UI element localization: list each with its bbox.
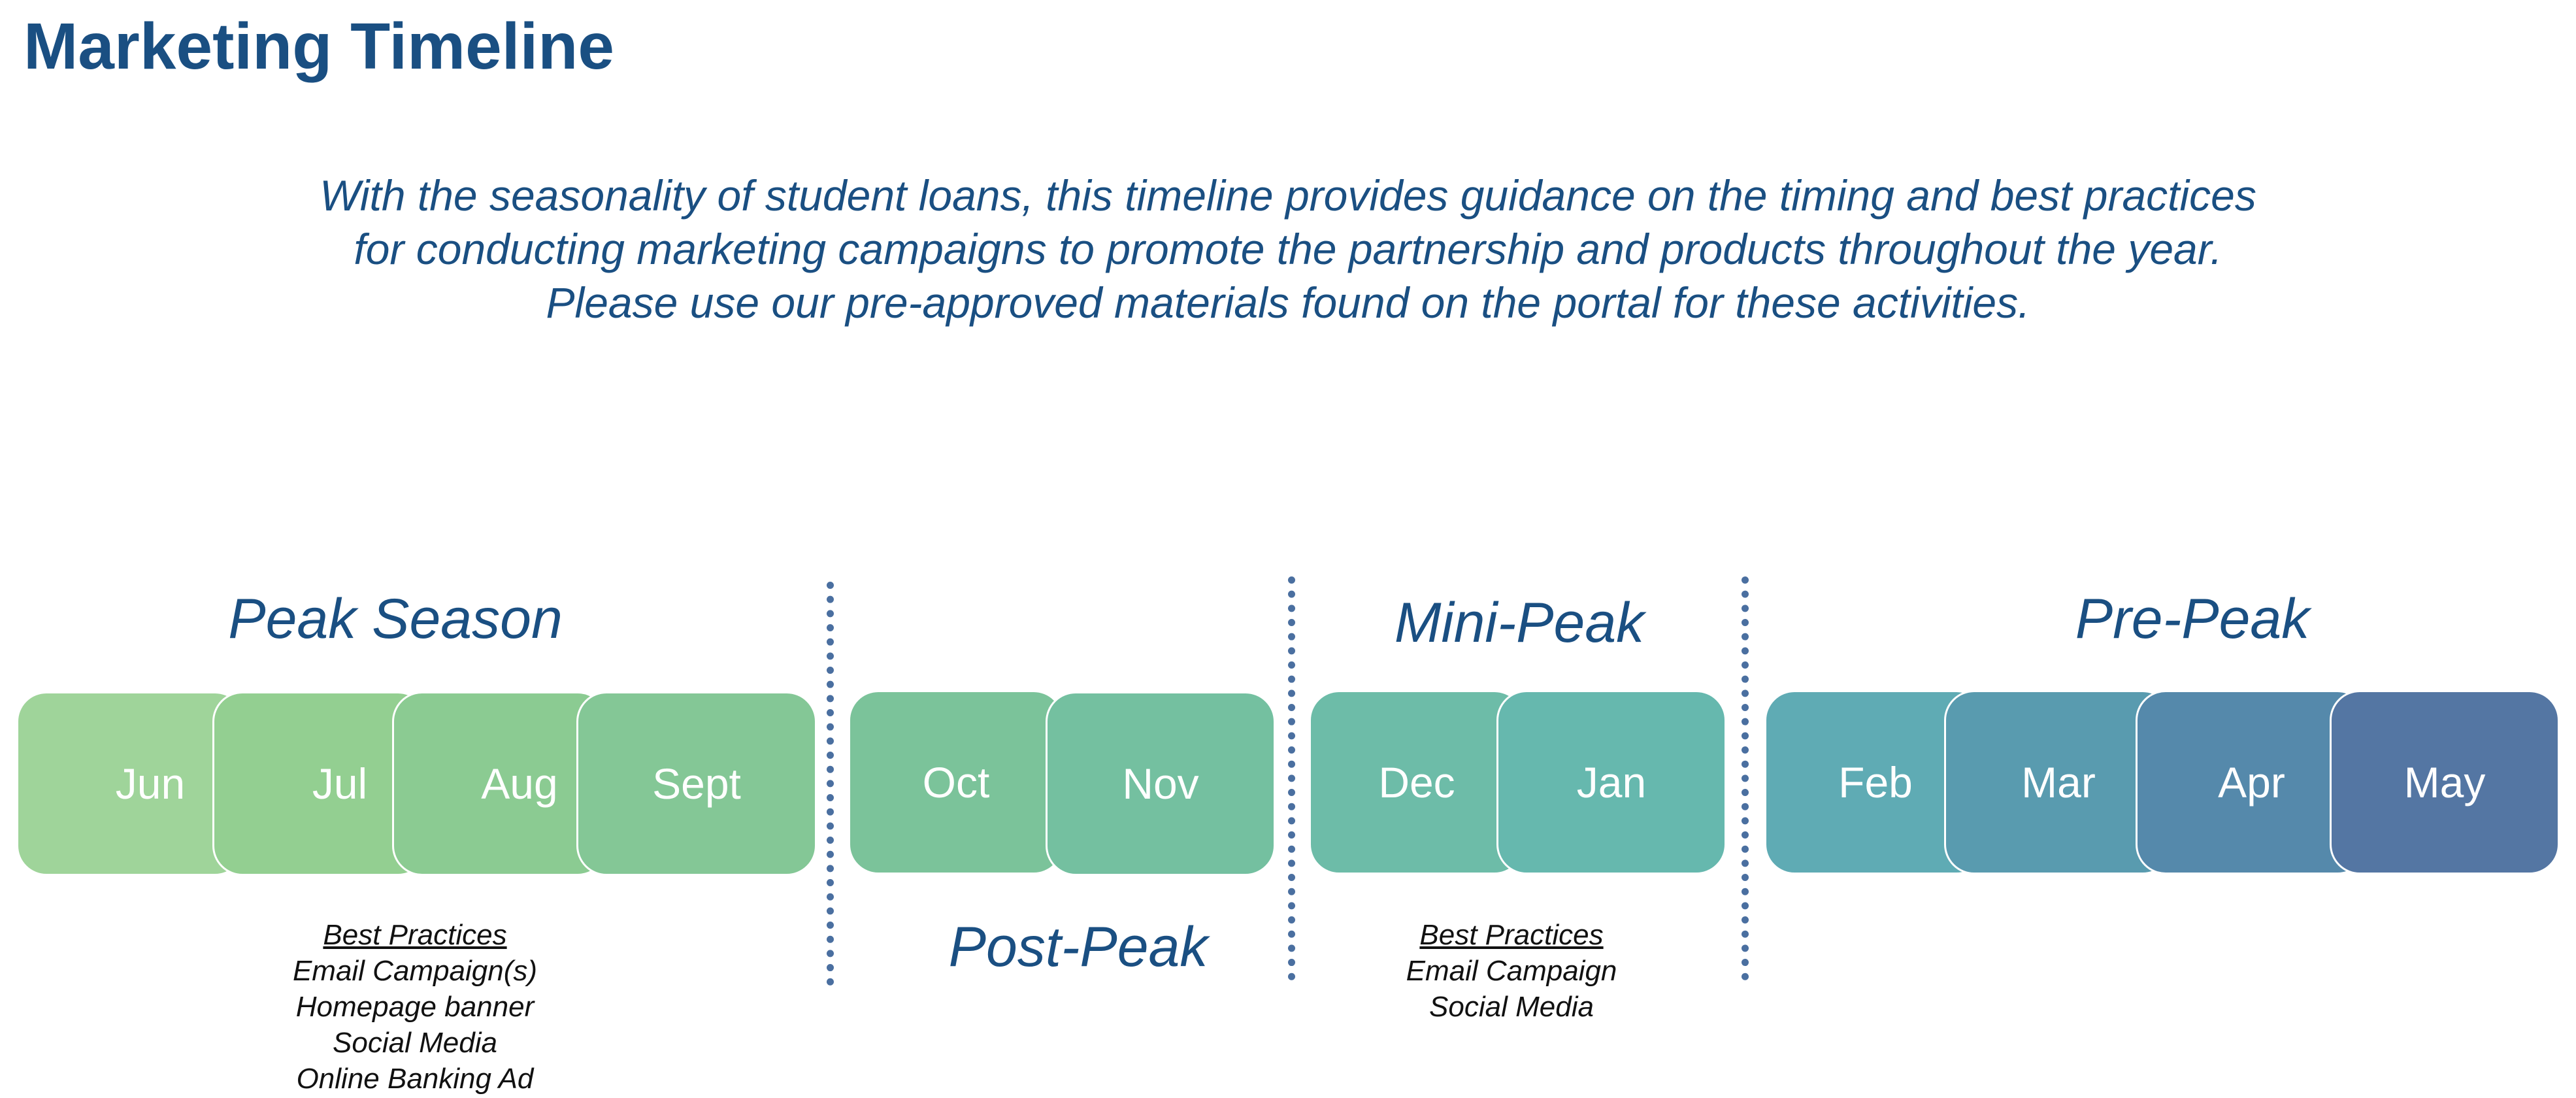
best-practice-item: Social Media (333, 1027, 497, 1059)
month-box-sept: Sept (576, 691, 817, 876)
phase-divider (1288, 576, 1295, 980)
month-box-nov: Nov (1046, 691, 1276, 876)
month-label: Oct (922, 758, 990, 807)
intro-paragraph: With the seasonality of student loans, t… (0, 169, 2576, 329)
best-practice-item: Email Campaign(s) (292, 955, 538, 987)
best-practices-mini-peak: Best Practices Email Campaign Social Med… (1348, 917, 1675, 1025)
phase-divider (1742, 576, 1749, 980)
best-practice-item: Social Media (1429, 991, 1594, 1023)
month-box-dec: Dec (1309, 690, 1525, 874)
month-box-jan: Jan (1496, 690, 1726, 874)
month-label: Mar (2021, 758, 2096, 807)
phase-label-post-peak: Post-Peak (948, 916, 1208, 978)
month-box-oct: Oct (848, 690, 1064, 874)
month-label: Jul (312, 759, 368, 808)
month-box-aug: Aug (392, 691, 608, 876)
month-box-apr: Apr (2136, 690, 2368, 874)
intro-line: for conducting marketing campaigns to pr… (354, 225, 2222, 273)
month-label: Feb (1838, 758, 1913, 807)
best-practice-item: Email Campaign (1406, 955, 1617, 987)
phase-label-peak-season: Peak Season (228, 588, 563, 650)
month-label: Jun (115, 759, 186, 808)
month-label: Jan (1576, 758, 1647, 807)
best-practice-item: Online Banking Ad (296, 1063, 534, 1095)
best-practices-peak: Best Practices Email Campaign(s) Homepag… (252, 917, 578, 1097)
month-label: Sept (652, 759, 741, 808)
page-title: Marketing Timeline (24, 10, 614, 83)
month-label: May (2403, 758, 2486, 807)
best-practice-item: Homepage banner (295, 991, 535, 1023)
month-box-jun: Jun (16, 691, 245, 876)
month-label: Dec (1378, 758, 1455, 807)
intro-line: With the seasonality of student loans, t… (320, 171, 2256, 220)
month-label: Apr (2218, 758, 2285, 807)
month-box-mar: Mar (1944, 690, 2173, 874)
intro-line: Please use our pre-approved materials fo… (546, 278, 2030, 327)
month-label: Nov (1122, 759, 1199, 808)
phase-label-pre-peak: Pre-Peak (2075, 588, 2310, 650)
phase-label-mini-peak: Mini-Peak (1394, 591, 1645, 654)
phase-divider (827, 582, 834, 986)
best-practices-heading: Best Practices (323, 919, 507, 951)
month-box-may: May (2330, 690, 2560, 874)
month-label: Aug (481, 759, 558, 808)
best-practices-heading: Best Practices (1419, 919, 1604, 951)
